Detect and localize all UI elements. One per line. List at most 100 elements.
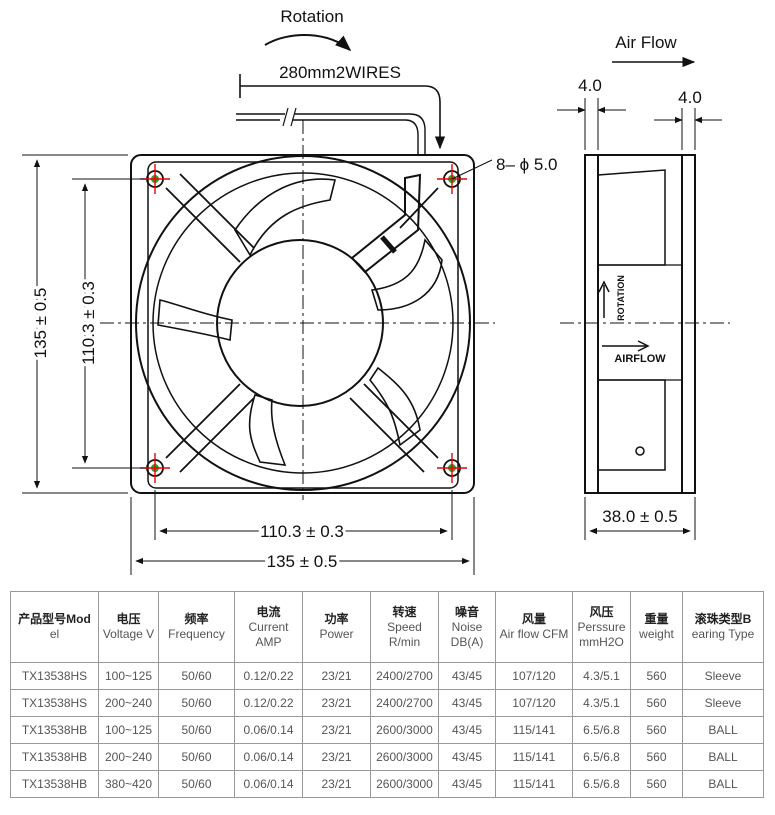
table-cell: 43/45 [438, 716, 496, 744]
table-cell: 200~240 [98, 689, 159, 717]
column-header-cn: 电压 [116, 612, 141, 626]
table-cell: 115/141 [495, 770, 573, 798]
table-cell: 100~125 [98, 716, 159, 744]
table-cell: 23/21 [302, 662, 371, 690]
column-header-cn: 转速 [392, 604, 417, 619]
column-header-cn: 频率 [184, 612, 209, 626]
column-header-cn: 重量 [644, 612, 669, 626]
mounting-holes [140, 164, 467, 483]
column-header-en: Perssure mmH2O [577, 619, 626, 649]
table-cell: 50/60 [158, 689, 235, 717]
table-cell: BALL [682, 770, 764, 798]
table-cell: 560 [630, 716, 683, 744]
column-header-cn: 功率 [324, 612, 349, 626]
vertical-dimensions [22, 154, 146, 494]
column-header-cn: 风量 [521, 612, 546, 626]
table-cell: 560 [630, 662, 683, 690]
table-cell: 100~125 [98, 662, 159, 690]
wire-guide [350, 173, 422, 274]
holes-label: 8– ϕ 5.0 [496, 155, 558, 174]
table-cell: 2400/2700 [370, 662, 439, 690]
horizontal-dimensions [130, 490, 475, 575]
table-cell: 560 [630, 743, 683, 771]
table-cell: 200~240 [98, 743, 159, 771]
table-cell: TX13538HB [10, 770, 99, 798]
table-cell: 0.06/0.14 [234, 770, 303, 798]
table-cell: 23/21 [302, 689, 371, 717]
table-cell: TX13538HS [10, 689, 99, 717]
table-cell: 115/141 [495, 743, 573, 771]
table-cell: 23/21 [302, 743, 371, 771]
table-cell: 6.5/6.8 [572, 770, 631, 798]
flange-dimensions [557, 98, 722, 150]
table-cell: 107/120 [495, 662, 573, 690]
table-cell: 2600/3000 [370, 716, 439, 744]
column-header-cn: 滚珠类型B [694, 612, 752, 626]
table-cell: 0.06/0.14 [234, 716, 303, 744]
holes-callout: 8– ϕ 5.0 [451, 155, 558, 180]
table-cell: 107/120 [495, 689, 573, 717]
table-cell: 560 [630, 689, 683, 717]
table-cell: 23/21 [302, 770, 371, 798]
table-cell: 380~420 [98, 770, 159, 798]
table-cell: 6.5/6.8 [572, 743, 631, 771]
table-cell: 50/60 [158, 662, 235, 690]
airflow-label: Air Flow [615, 33, 677, 52]
table-cell: 0.12/0.22 [234, 689, 303, 717]
depth-label: 38.0 ± 0.5 [602, 507, 678, 526]
column-header-cn: 产品型号Mod [18, 612, 91, 626]
table-cell: 115/141 [495, 716, 573, 744]
wires-label: 280mm2WIRES [279, 63, 401, 82]
side-view [584, 154, 696, 494]
flange-back-label: 4.0 [678, 88, 702, 107]
table-cell: 43/45 [438, 662, 496, 690]
table-cell: 2600/3000 [370, 770, 439, 798]
column-header-en: weight [639, 627, 674, 641]
table-cell: BALL [682, 716, 764, 744]
column-header-cn: 风压 [589, 604, 614, 619]
table-cell: BALL [682, 743, 764, 771]
column-header-en: Noise DB(A) [450, 619, 484, 649]
table-cell: 6.5/6.8 [572, 716, 631, 744]
column-header-en: Power [319, 627, 354, 641]
table-cell: 4.3/5.1 [572, 689, 631, 717]
table-cell: 50/60 [158, 743, 235, 771]
side-hole [635, 446, 645, 456]
table-cell: 2600/3000 [370, 743, 439, 771]
column-header-en: Frequency [168, 627, 225, 641]
rotation-label: Rotation [280, 7, 343, 26]
flange-front-label: 4.0 [578, 76, 602, 95]
outer-height-label: 135 ± 0.5 [31, 288, 50, 359]
table-cell: 0.06/0.14 [234, 743, 303, 771]
table-cell: 2400/2700 [370, 689, 439, 717]
column-header-en: Current AMP [248, 619, 289, 649]
table-cell: 43/45 [438, 743, 496, 771]
table-cell: Sleeve [682, 689, 764, 717]
side-rotation-text: ROTATION [616, 275, 626, 321]
rotation-indicator: Rotation 280mm2WIRES [236, 7, 446, 155]
table-cell: 43/45 [438, 770, 496, 798]
table-cell: TX13538HB [10, 716, 99, 744]
column-header-en: Voltage V [102, 627, 155, 641]
column-header-cn: 电流 [256, 604, 281, 619]
table-cell: 4.3/5.1 [572, 662, 631, 690]
table-cell: 50/60 [158, 716, 235, 744]
column-header-en: earing Type [691, 627, 755, 641]
centerlines [100, 120, 730, 500]
blades [157, 178, 443, 466]
